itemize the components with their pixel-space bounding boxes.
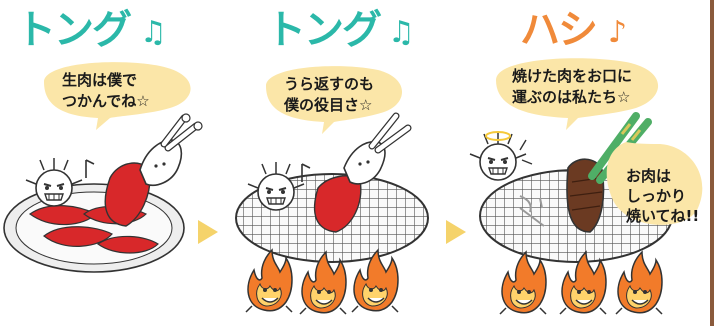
panel-2-art — [235, 66, 429, 315]
panel-3-title: ハシ — [519, 6, 599, 54]
panel-1-bubble-line-1: 生肉は僕で — [62, 71, 138, 89]
panel-2-title: トング — [265, 6, 383, 54]
music-note-icon: ♫ — [140, 15, 167, 50]
panel-3-bubble2-line-1: お肉は — [626, 167, 672, 185]
panel-3-bubble2-line-2: しっかり — [626, 187, 687, 205]
panel-1-art — [3, 62, 203, 273]
panel-1-title: トング — [15, 6, 133, 54]
panel-3-art — [469, 58, 703, 315]
panel-3-bubble-line-1: 焼けた肉をお口に — [512, 67, 633, 85]
panel-2-bubble-line-2: 僕の役目さ☆ — [284, 96, 373, 114]
panel-1-bubble-line-2: つかんでね☆ — [62, 92, 150, 110]
panel-3-bubble-line-2: 運ぶのは私たち☆ — [512, 88, 631, 106]
panel-3-bubble2-line-3: 焼いてね!! — [626, 207, 700, 225]
arrow-icon — [446, 220, 466, 244]
music-note-icon: ♪ — [608, 15, 628, 50]
right-edge-bar — [710, 0, 714, 326]
music-note-icon: ♫ — [388, 15, 415, 50]
panel-2-bubble-line-1: うら返すのも — [284, 75, 375, 93]
arrow-icon — [198, 220, 218, 244]
